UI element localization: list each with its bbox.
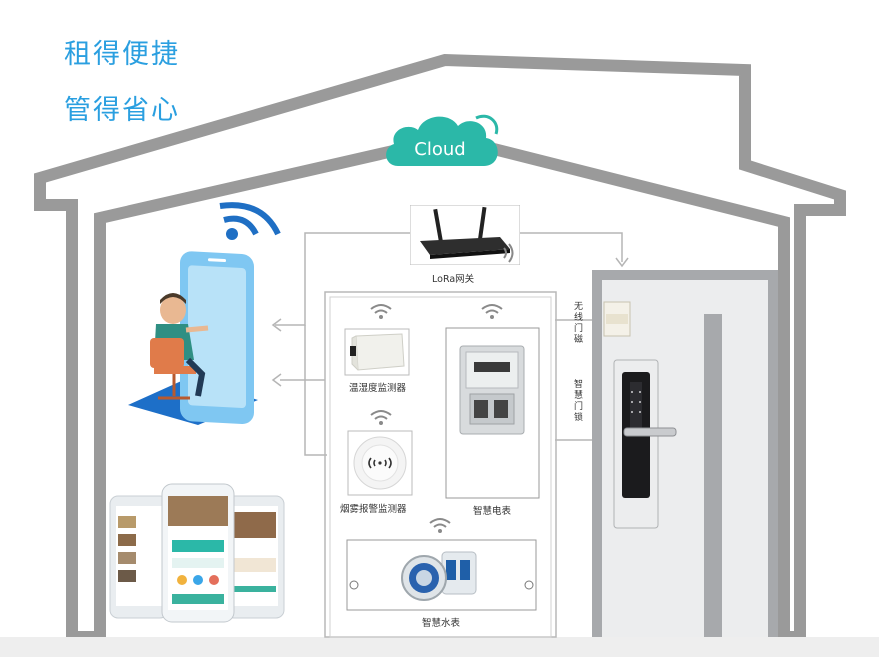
gateway-label: LoRa网关 [432, 274, 475, 285]
humidity-sensor-icon [344, 328, 410, 376]
door-illustration [592, 270, 778, 637]
app-phones-illustration [109, 483, 285, 623]
cloud-label: Cloud [414, 139, 465, 160]
cloud-icon: Cloud [386, 114, 499, 166]
gateway-signal-icon [503, 243, 514, 263]
phone-user-illustration [128, 202, 281, 425]
water-box-screw-left [349, 580, 359, 590]
ground-strip [0, 637, 879, 657]
electric-meter-label: 智慧电表 [473, 506, 512, 517]
water-meter-icon [401, 551, 477, 601]
water-meter-label: 智慧水表 [422, 618, 461, 629]
electric-meter-icon [459, 345, 525, 435]
device-zone-inner [329, 296, 552, 638]
smoke-detector-label: 烟雾报警监测器 [340, 504, 407, 515]
door-lock-label: 智慧门锁 [573, 380, 583, 423]
lora-gateway-icon [410, 205, 520, 265]
humidity-wifi-icon [370, 304, 392, 319]
arrow-heads [271, 257, 629, 387]
connection-lines [275, 232, 623, 456]
wifi-dot-icon [226, 228, 238, 240]
electric-meter-box [445, 327, 540, 499]
smoke-wifi-icon [370, 410, 392, 425]
slogan-line-1: 租得便捷 [64, 39, 180, 70]
water-box-screw-right [524, 580, 534, 590]
humidity-sensor-label: 温湿度监测器 [349, 383, 407, 394]
smoke-detector-icon [347, 430, 413, 496]
door-magnet-label: 无线门磁 [573, 302, 583, 345]
slogan-line-2: 管得省心 [64, 95, 180, 126]
water-wifi-icon [429, 518, 451, 533]
electric-wifi-icon [481, 304, 503, 319]
water-meter-box [346, 539, 537, 611]
